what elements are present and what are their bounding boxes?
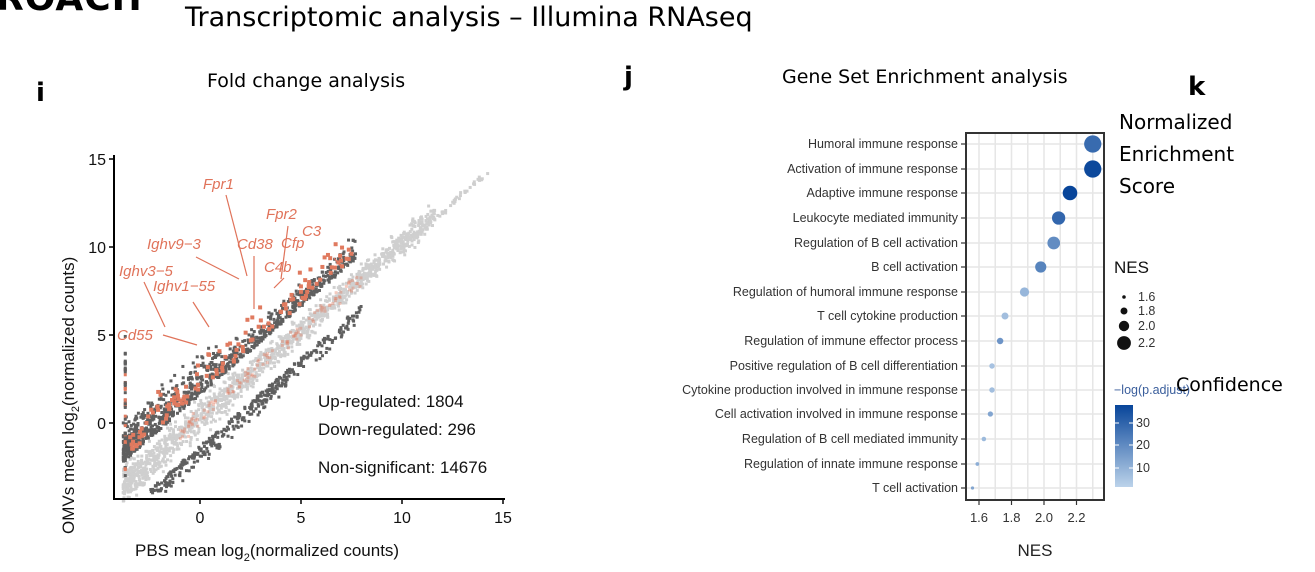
dotplot-grid bbox=[966, 133, 1104, 500]
gene-label: Ighv1−55 bbox=[153, 278, 216, 295]
enrichment-dot bbox=[1084, 135, 1102, 153]
pathway-label: Regulation of innate immune response bbox=[744, 457, 958, 471]
svg-text:1.6: 1.6 bbox=[1138, 290, 1155, 304]
pathway-label: Cell activation involved in immune respo… bbox=[715, 407, 958, 421]
enrichment-dot bbox=[1035, 261, 1047, 273]
enrichment-dot bbox=[1051, 211, 1066, 225]
nes-description: Normalized Enrichment Score bbox=[1119, 106, 1234, 202]
pathway-label: B cell activation bbox=[871, 260, 958, 274]
svg-text:10: 10 bbox=[393, 510, 411, 527]
enrichment-dot bbox=[996, 337, 1004, 345]
svg-text:2.0: 2.0 bbox=[1035, 510, 1053, 525]
svg-text:15: 15 bbox=[494, 510, 512, 527]
svg-text:2.2: 2.2 bbox=[1067, 510, 1085, 525]
svg-text:1.6: 1.6 bbox=[970, 510, 988, 525]
confidence-label: Confidence bbox=[1176, 374, 1283, 396]
svg-text:2.2: 2.2 bbox=[1138, 336, 1155, 350]
svg-text:0: 0 bbox=[97, 416, 106, 433]
gene-label: C3 bbox=[302, 223, 322, 240]
svg-text:15: 15 bbox=[88, 152, 106, 169]
enrichment-dot bbox=[1062, 185, 1078, 201]
stat-line: Non-significant: 14676 bbox=[318, 458, 487, 477]
enrichment-dot bbox=[1047, 236, 1061, 250]
svg-text:1.8: 1.8 bbox=[1002, 510, 1020, 525]
y-axis-label: OMVs mean log2(normalized counts) bbox=[59, 257, 82, 534]
pathway-label: Regulation of immune effector process bbox=[744, 334, 958, 348]
svg-text:10: 10 bbox=[1136, 461, 1150, 475]
svg-text:1.8: 1.8 bbox=[1138, 304, 1155, 318]
gene-label: Cfp bbox=[281, 235, 304, 252]
dotplot-x-axis-label: NES bbox=[1018, 541, 1053, 560]
pathway-label: Positive regulation of B cell differenti… bbox=[730, 359, 958, 373]
pathway-label: Humoral immune response bbox=[808, 137, 958, 151]
svg-text:NES: NES bbox=[1114, 258, 1149, 277]
enrichment-dot bbox=[1001, 312, 1009, 320]
pathway-label: Cytokine production involved in immune r… bbox=[682, 383, 958, 397]
nes-description-line: Enrichment bbox=[1119, 142, 1235, 166]
enrichment-dot bbox=[1084, 160, 1102, 178]
dotplot-frame bbox=[965, 132, 1105, 501]
gene-label: Ighv3−5 bbox=[119, 263, 173, 280]
gene-label: Fpr2 bbox=[266, 206, 298, 223]
page-title: Transcriptomic analysis – Illumina RNAse… bbox=[185, 2, 753, 33]
pathway-label: Regulation of B cell activation bbox=[794, 236, 958, 250]
nes-description-line: Score bbox=[1119, 174, 1176, 198]
svg-text:2.0: 2.0 bbox=[1138, 319, 1155, 333]
pathway-label: Activation of immune response bbox=[787, 162, 958, 176]
panel-letter-k: k bbox=[1188, 72, 1206, 102]
axis-ticks: 0 5 10 15 0 5 10 15 bbox=[88, 152, 512, 527]
panel-letter-j: j bbox=[624, 62, 633, 92]
gene-label: Fpr1 bbox=[203, 176, 234, 193]
pathway-label: Leukocyte mediated immunity bbox=[793, 211, 959, 225]
x-axis-label: PBS mean log2(normalized counts) bbox=[135, 541, 399, 564]
stat-line: Up-regulated: 1804 bbox=[318, 392, 464, 411]
nes-description-line: Normalized bbox=[1119, 110, 1233, 134]
gene-label: Cd38 bbox=[237, 236, 274, 253]
svg-text:5: 5 bbox=[97, 328, 106, 345]
enrichment-dot bbox=[981, 436, 987, 442]
enrichment-dot bbox=[975, 462, 980, 466]
panel-title-fold-change: Fold change analysis bbox=[207, 70, 406, 92]
enrichment-dot bbox=[987, 411, 994, 417]
size-legend: NES 1.61.82.0 2.2 bbox=[1114, 258, 1155, 350]
scatter-points bbox=[121, 172, 490, 503]
svg-text:5: 5 bbox=[297, 510, 306, 527]
pathway-label: Regulation of B cell mediated immunity bbox=[742, 432, 959, 446]
panel-title-gsea: Gene Set Enrichment analysis bbox=[782, 66, 1068, 88]
color-legend: −log(p.adjust) 30 20 10 bbox=[1114, 383, 1190, 487]
enrichment-dot bbox=[989, 363, 995, 369]
dotplot-points bbox=[970, 135, 1102, 490]
svg-text:20: 20 bbox=[1136, 438, 1150, 452]
gene-label: Ighv9−3 bbox=[147, 236, 201, 253]
svg-text:0: 0 bbox=[196, 510, 205, 527]
gene-label: C4b bbox=[264, 259, 292, 276]
enrichment-dot bbox=[1019, 287, 1030, 297]
stat-line: Down-regulated: 296 bbox=[318, 420, 476, 439]
enrichment-dot bbox=[989, 387, 995, 393]
svg-text:−log(p.adjust): −log(p.adjust) bbox=[1114, 383, 1190, 397]
pathway-label: Regulation of humoral immune response bbox=[733, 285, 958, 299]
pathway-label: T cell cytokine production bbox=[817, 309, 958, 323]
enrichment-dot bbox=[970, 486, 975, 490]
pathway-label: T cell activation bbox=[872, 481, 958, 495]
clipped-heading: ROACH bbox=[0, 0, 143, 19]
dotplot-x-ticks: 1.6 1.8 2.0 2.2 bbox=[970, 500, 1086, 525]
gene-label: Cd55 bbox=[117, 327, 154, 344]
svg-text:10: 10 bbox=[88, 240, 106, 257]
panel-letter-i: i bbox=[36, 78, 45, 108]
svg-text:30: 30 bbox=[1136, 416, 1150, 430]
pathway-label: Adaptive immune response bbox=[807, 186, 959, 200]
